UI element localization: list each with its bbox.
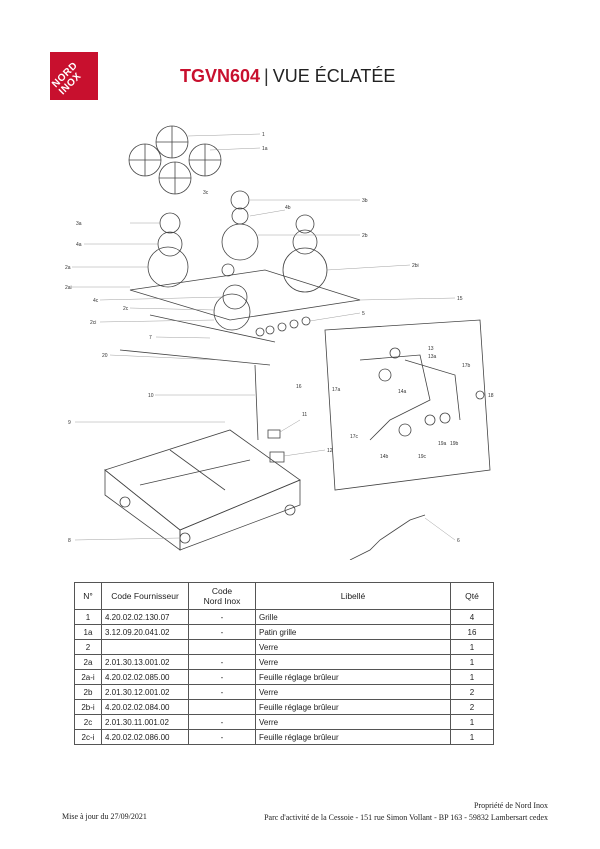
wire-harness-6 — [349, 514, 426, 560]
label-15: 15 — [457, 296, 463, 302]
label-2ci: 2ci — [90, 320, 96, 326]
burner-2b-right — [292, 229, 318, 255]
update-date: Mise à jour du 27/09/2021 — [62, 812, 147, 821]
label-4c: 4c — [93, 298, 99, 304]
label-17a: 17a — [332, 387, 341, 393]
label-2b: 2b — [362, 233, 368, 239]
label-3b: 3b — [362, 198, 368, 204]
valve-14b — [398, 423, 412, 437]
diagram-labels: 1 1a 3c 3b 4b 3a 2b 4a 2bi 2a 2ai 15 4c … — [65, 132, 494, 544]
grid-right — [188, 143, 222, 177]
label-3c: 3c — [203, 190, 209, 196]
burner-2b — [221, 223, 259, 261]
label-1a: 1a — [262, 146, 268, 152]
col-libelle: Libellé — [255, 582, 451, 610]
label-7: 7 — [149, 335, 152, 341]
rail-20 — [119, 349, 271, 366]
feet-8 — [119, 496, 296, 544]
title-subtitle: VUE ÉCLATÉE — [272, 66, 396, 86]
label-5: 5 — [362, 311, 365, 317]
model-name: TGVN604 — [180, 66, 261, 86]
label-8: 8 — [68, 538, 71, 544]
label-19c: 19c — [418, 454, 427, 460]
label-6: 6 — [457, 538, 460, 544]
glass-2c — [213, 293, 251, 331]
part-12 — [269, 451, 285, 463]
nord-inox-logo: NORD INOX — [50, 52, 98, 100]
label-9: 9 — [68, 420, 71, 426]
burner-cap-3b-2 — [295, 214, 315, 234]
label-17b: 17b — [462, 363, 471, 369]
label-10: 10 — [148, 393, 154, 399]
grid-bottom — [158, 161, 192, 195]
valve-19a — [424, 414, 436, 426]
label-4a: 4a — [76, 242, 82, 248]
label-1: 1 — [262, 132, 265, 138]
label-2bi: 2bi — [412, 263, 419, 269]
burner-cap-3b — [230, 190, 250, 210]
col-qte: Qté — [450, 582, 494, 610]
label-3a: 3a — [76, 221, 82, 227]
rail-7 — [149, 314, 276, 343]
footer-company: Propriété de Nord Inox Parc d'activité d… — [264, 800, 548, 824]
footer-address: Parc d'activité de la Cessoie - 151 rue … — [264, 813, 548, 822]
burner-cap-4b — [231, 207, 249, 225]
label-19a: 19a — [438, 441, 447, 447]
label-2ai: 2ai — [65, 285, 72, 291]
gas-ramp-17 — [359, 354, 431, 441]
rail-10 — [254, 364, 259, 441]
label-12: 12 — [327, 448, 333, 454]
col-code-fournisseur: Code Fournisseur — [101, 582, 189, 610]
burner-cap-3a — [159, 212, 181, 234]
label-18: 18 — [488, 393, 494, 399]
label-17c: 17c — [350, 434, 359, 440]
housing-9 — [104, 429, 301, 531]
label-13a: 13a — [428, 354, 437, 360]
part-11 — [267, 429, 281, 439]
label-2a: 2a — [65, 265, 71, 271]
burner-4c — [222, 284, 248, 310]
footer-owner: Propriété de Nord Inox — [474, 801, 548, 810]
label-2c: 2c — [123, 306, 129, 312]
gas-ramp-box-16 — [324, 319, 491, 491]
valve-14a — [378, 368, 392, 382]
label-14a: 14a — [398, 389, 407, 395]
valve-19b — [439, 412, 451, 424]
burner-4a — [157, 231, 183, 257]
connector-18 — [475, 390, 485, 400]
grid-top — [155, 125, 189, 159]
exploded-view-diagram: 1 1a 3c 3b 4b 3a 2b 4a 2bi 2a 2ai 15 4c … — [65, 125, 494, 560]
label-13: 13 — [428, 346, 434, 352]
page-title: TGVN604|VUE ÉCLATÉE — [180, 66, 395, 87]
ring-3c — [221, 263, 235, 277]
glass-2bi — [282, 247, 328, 293]
title-separator: | — [264, 66, 269, 86]
label-20: 20 — [102, 353, 108, 359]
label-11: 11 — [302, 412, 307, 418]
knobs-5 — [255, 316, 311, 337]
col-num: N° — [74, 582, 102, 610]
label-19b: 19b — [450, 441, 459, 447]
label-14b: 14b — [380, 454, 389, 460]
label-16: 16 — [296, 384, 302, 390]
glass-2a — [147, 246, 189, 288]
label-4b: 4b — [285, 205, 291, 211]
part-13 — [389, 347, 401, 359]
grid-left — [128, 143, 162, 177]
